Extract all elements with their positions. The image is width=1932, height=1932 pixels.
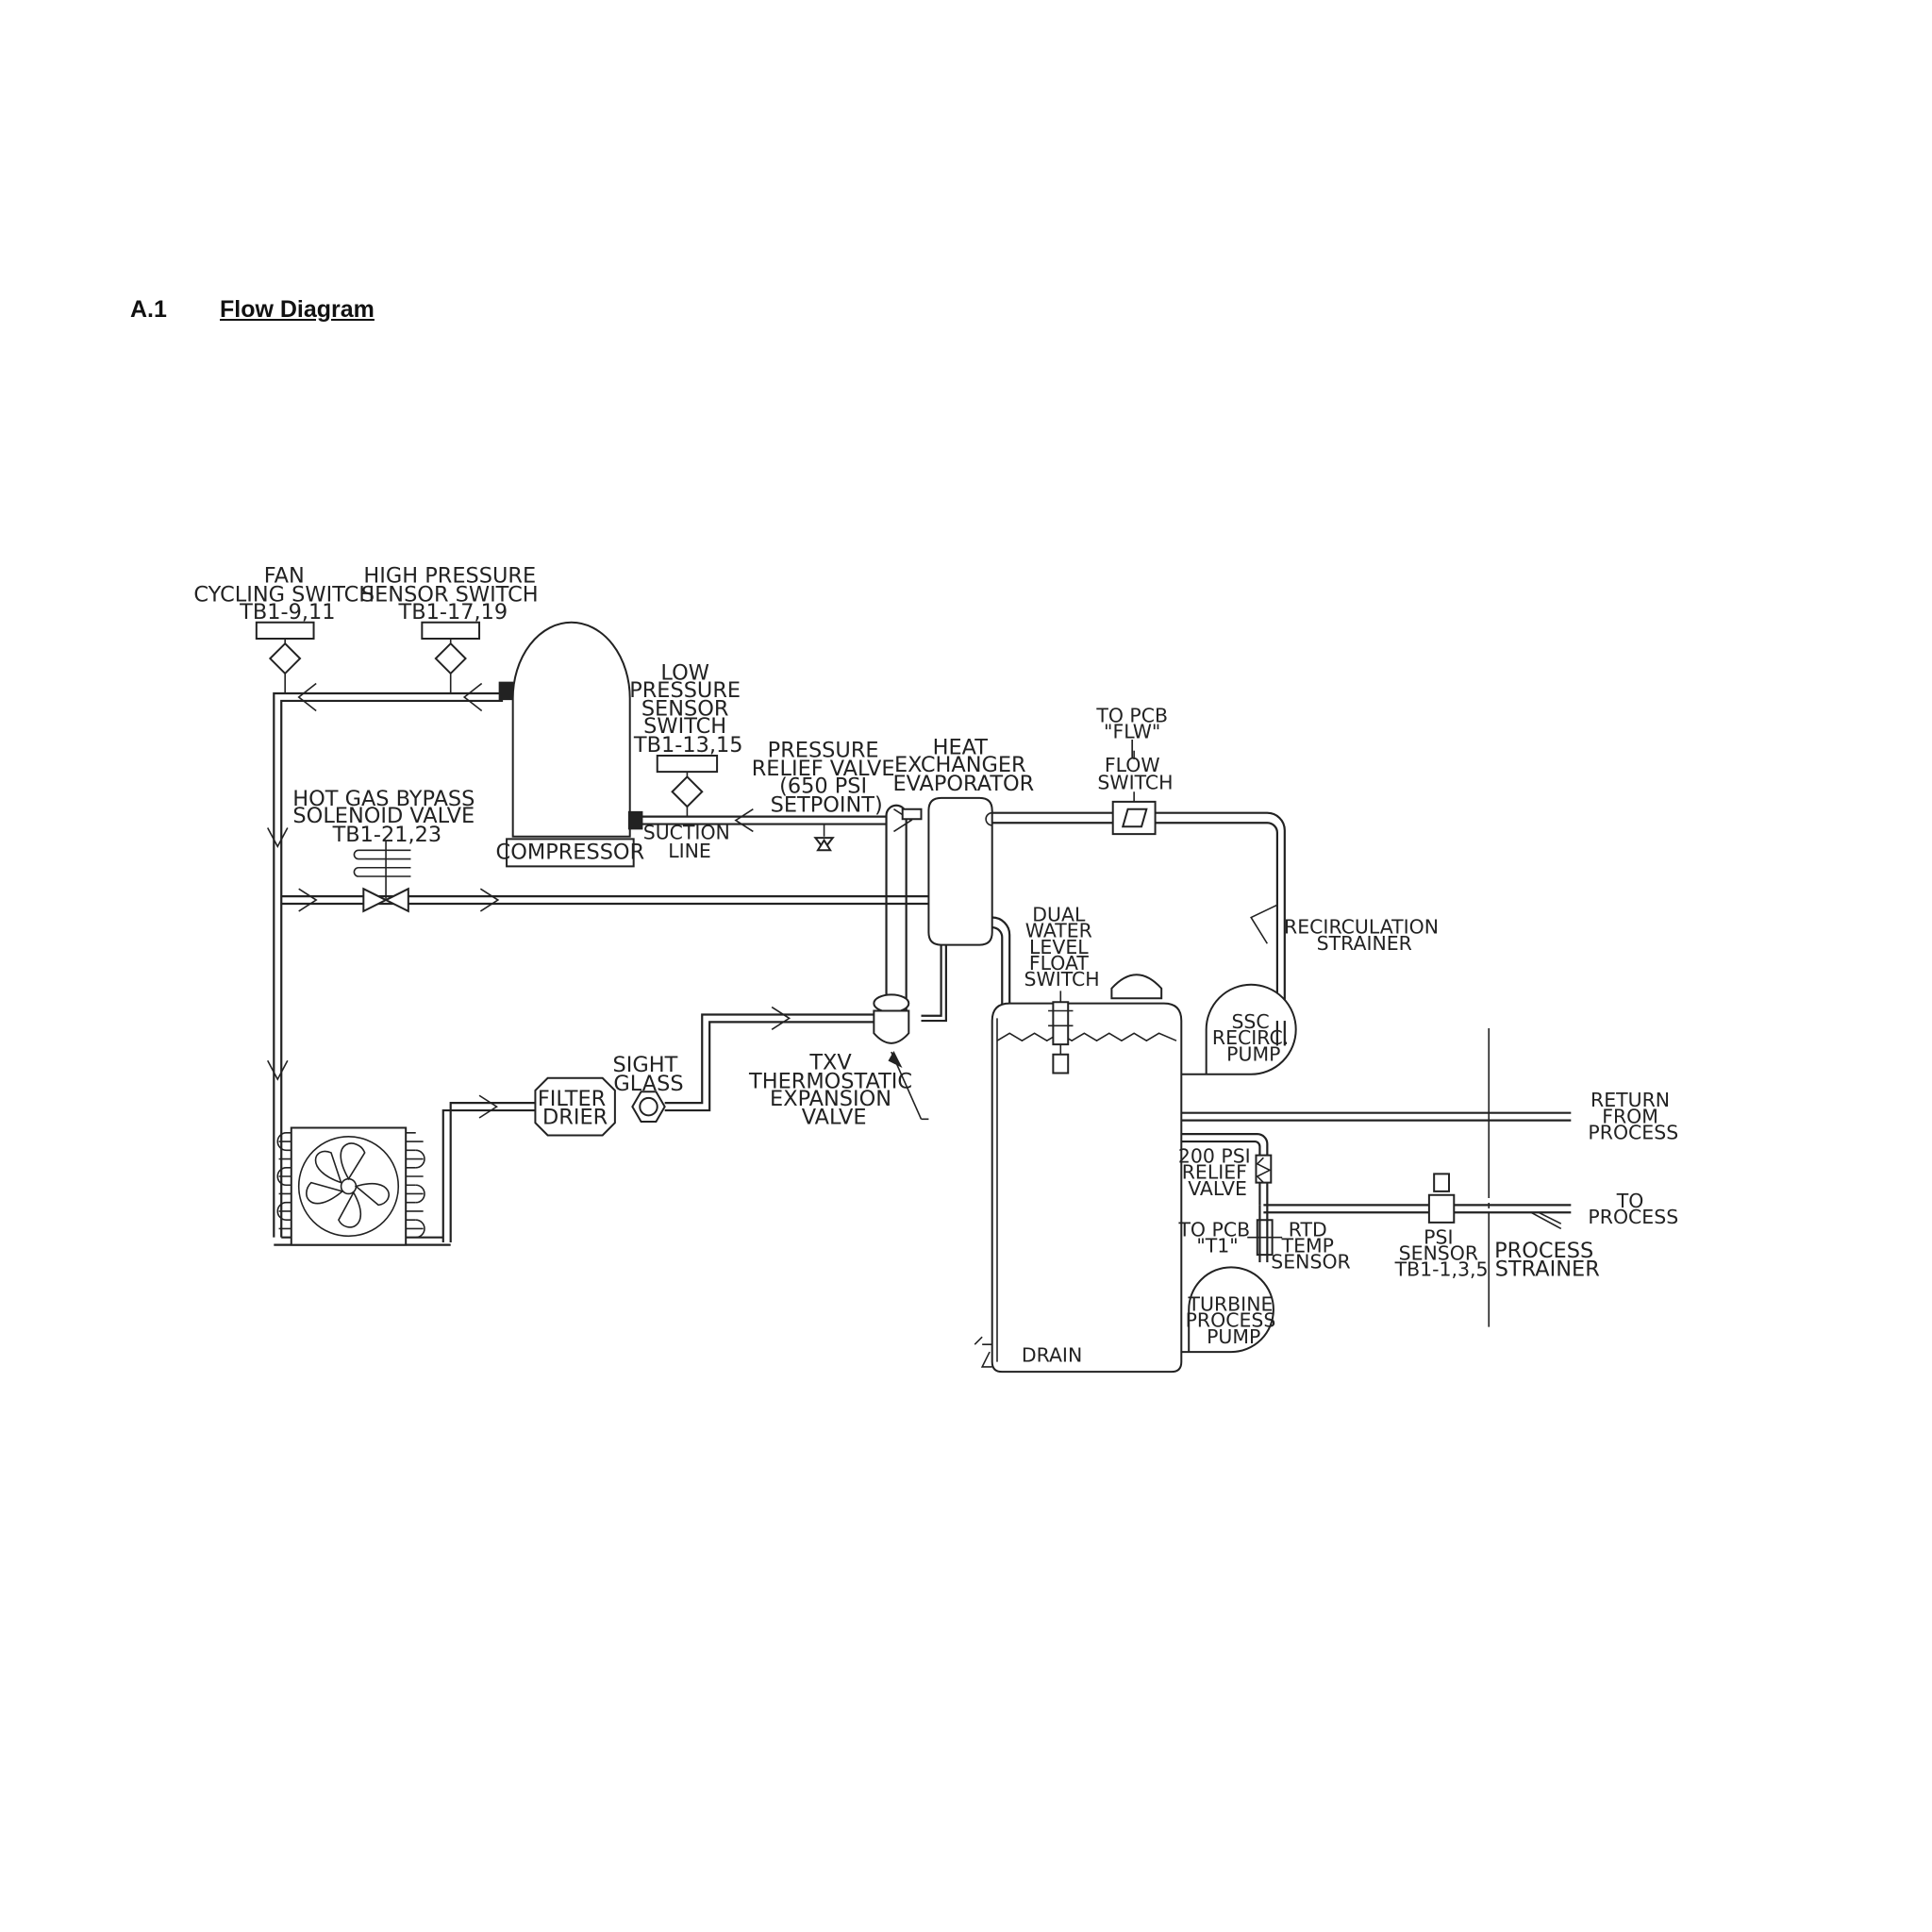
compressor — [499, 623, 642, 867]
liquid-line — [443, 1008, 874, 1242]
high-pressure-switch — [422, 623, 479, 693]
section-number: A.1 — [130, 296, 167, 323]
fan-cycling-switch — [257, 623, 314, 693]
float-switch — [1048, 991, 1073, 1073]
to-process-label: TO PROCESS — [1588, 1190, 1678, 1228]
txv-valve — [874, 994, 928, 1119]
low-pressure-switch — [658, 756, 717, 817]
high-pressure-switch-label: HIGH PRESSURE SENSOR SWITCH TB1-17,19 — [361, 564, 545, 625]
to-process-line — [1263, 1205, 1571, 1228]
suction-line-label: SUCTION LINE — [643, 821, 737, 862]
recirculation-strainer-label: RECIRCULATION STRAINER — [1284, 916, 1444, 955]
turbine-process-pump — [1181, 1267, 1274, 1352]
ssc-pump-label: SSC RECIRC. PUMP — [1212, 1010, 1295, 1065]
reservoir-tank — [974, 974, 1181, 1372]
hot-gas-bypass-label: HOT GAS BYPASS SOLENOID VALVE TB1-21,23 — [292, 787, 481, 847]
return-from-process-line — [1181, 1113, 1571, 1121]
txv-capillary — [887, 806, 946, 1021]
hot-gas-bypass-valve — [354, 841, 410, 911]
condenser-fan — [299, 1137, 399, 1237]
suction-line — [642, 809, 911, 832]
to-pcb-t1-label: TO PCB "T1" — [1177, 1218, 1256, 1257]
ssc-recirc-pump — [1181, 985, 1295, 1074]
pressure-relief-valve-label: PRESSURE RELIEF VALVE (650 PSI SETPOINT) — [752, 738, 902, 817]
txv-label: TXV THERMOSTATIC EXPANSION VALVE — [748, 1051, 919, 1130]
psi-sensor — [1429, 1174, 1454, 1222]
float-switch-label: DUAL WATER LEVEL FLOAT SWITCH — [1024, 903, 1100, 991]
hot-gas-bypass-line — [281, 889, 928, 911]
filter-drier — [535, 1078, 614, 1136]
relief-200-label: 200 PSI RELIEF VALVE — [1178, 1144, 1257, 1199]
condenser-coil — [274, 1128, 450, 1245]
filter-drier-label: FILTER DRIER — [538, 1087, 613, 1130]
sight-glass — [632, 1091, 664, 1122]
to-pcb-flw-label: TO PCB "FLW" | FLOW SWITCH — [1095, 704, 1174, 793]
compressor-label: COMPRESSOR — [496, 841, 645, 865]
flow-switch — [1113, 751, 1156, 834]
return-from-process-label: RETURN FROM PROCESS — [1588, 1089, 1678, 1143]
rtd-sensor-label: RTD TEMP SENSOR — [1271, 1218, 1350, 1273]
heat-exchanger-label: HEAT EXCHANGER EVAPORATOR — [892, 736, 1034, 796]
drain-label: DRAIN — [1022, 1344, 1082, 1367]
discharge-line — [268, 683, 503, 1237]
heat-exchanger — [928, 798, 1284, 1021]
rtd-sensor — [1247, 1205, 1282, 1262]
turbine-pump-label: TURBINE PROCESS PUMP — [1186, 1293, 1282, 1348]
relief-valve-200psi — [1181, 1134, 1271, 1205]
section-title: Flow Diagram — [220, 296, 375, 323]
sight-glass-label: SIGHT GLASS — [613, 1053, 685, 1096]
pressure-relief-valve — [815, 824, 832, 851]
psi-sensor-label: PSI SENSOR TB1-1,3,5 — [1394, 1225, 1489, 1280]
fan-cycling-switch-label: FAN CYCLING SWITCH TB1-9,11 — [193, 564, 381, 625]
process-strainer-label: PROCESS STRAINER — [1494, 1239, 1600, 1282]
recirculation-strainer — [1251, 905, 1277, 943]
low-pressure-switch-label: LOW PRESSURE SENSOR SWITCH TB1-13,15 — [629, 660, 747, 758]
